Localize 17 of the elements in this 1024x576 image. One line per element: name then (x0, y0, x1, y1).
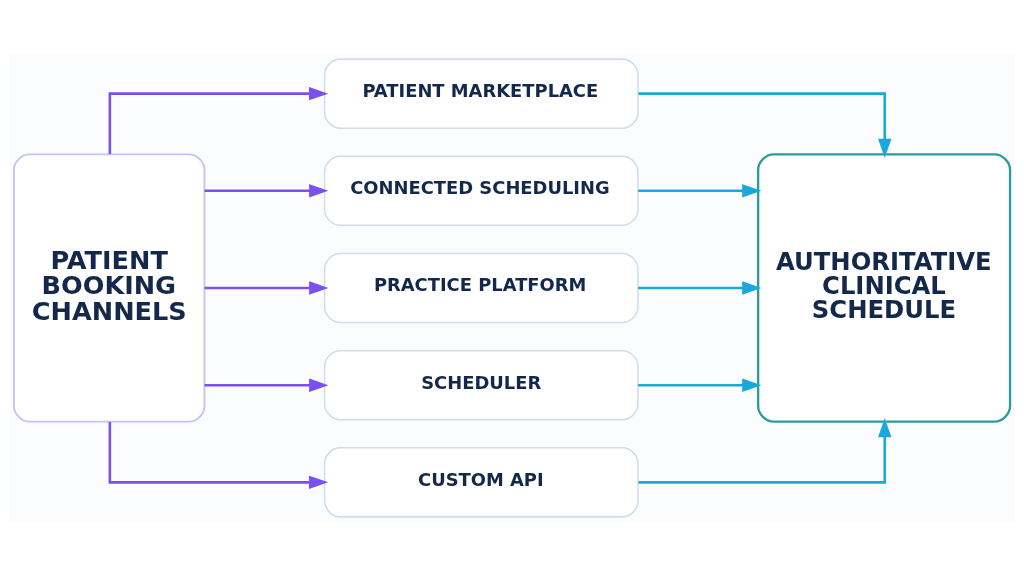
node-box: CONNECTED SCHEDULING (323, 155, 639, 227)
arrow (204, 281, 329, 295)
node-box: SCHEDULER (323, 349, 639, 421)
node-box: PATIENT BOOKING CHANNELS (13, 153, 206, 423)
arrow (108, 86, 329, 155)
node-box: PATIENT MARKETPLACE (323, 58, 639, 129)
arrow (204, 184, 329, 198)
arrow (638, 281, 762, 295)
arrow (204, 378, 329, 392)
node-box: CUSTOM API (323, 447, 639, 518)
arrow (638, 378, 762, 392)
node-box: AUTHORITATIVE CLINICAL SCHEDULE (757, 153, 1012, 423)
node-box: PRACTICE PLATFORM (323, 252, 639, 324)
arrow (108, 421, 329, 490)
arrow (638, 184, 762, 198)
arrow (638, 418, 892, 484)
arrow (638, 92, 892, 158)
